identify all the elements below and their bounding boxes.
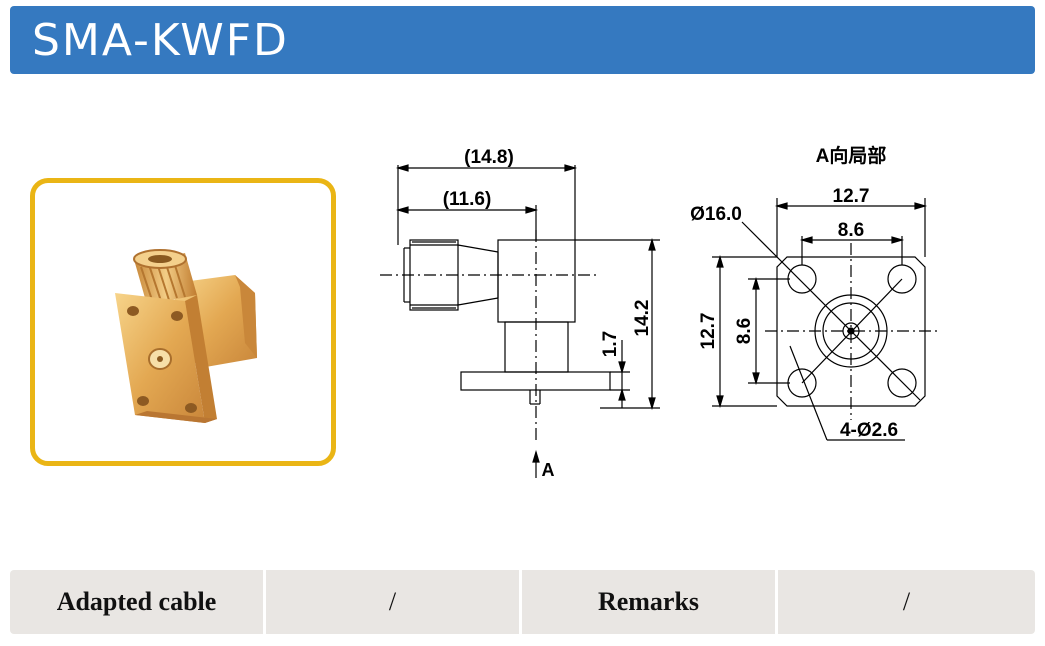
remarks-label: Remarks: [522, 570, 775, 634]
front-view-title: A向局部: [816, 144, 887, 167]
adapted-cable-value: /: [266, 570, 519, 634]
spec-table: Adapted cable / Remarks /: [10, 570, 1035, 634]
dim-hole-spacing-v: 8.6: [734, 318, 755, 344]
front-view-drawing: [712, 198, 937, 441]
dim-circle-diameter: Ø16.0: [690, 204, 742, 225]
dim-hole-spacing-h: 8.6: [838, 220, 864, 241]
dim-mounting-holes: 4-Ø2.6: [840, 420, 898, 441]
product-title: SMA-KWFD: [32, 15, 289, 66]
dim-flange-thickness: 1.7: [600, 331, 621, 357]
product-photo-frame: [30, 178, 336, 466]
dim-overall-length: (14.8): [464, 147, 514, 168]
adapted-cable-label: Adapted cable: [10, 570, 263, 634]
title-banner: SMA-KWFD: [10, 6, 1035, 74]
technical-drawing: (14.8) (11.6) 14.2 1.7 A: [370, 135, 950, 495]
dim-flange-width: 12.7: [833, 186, 870, 207]
dim-height: 14.2: [632, 300, 653, 337]
dim-flange-height: 12.7: [698, 313, 719, 350]
dim-body-length: (11.6): [443, 189, 492, 210]
side-view-drawing: [380, 164, 660, 478]
connector-product-image: [115, 249, 257, 423]
remarks-value: /: [778, 570, 1035, 634]
view-marker-a: A: [542, 460, 555, 480]
